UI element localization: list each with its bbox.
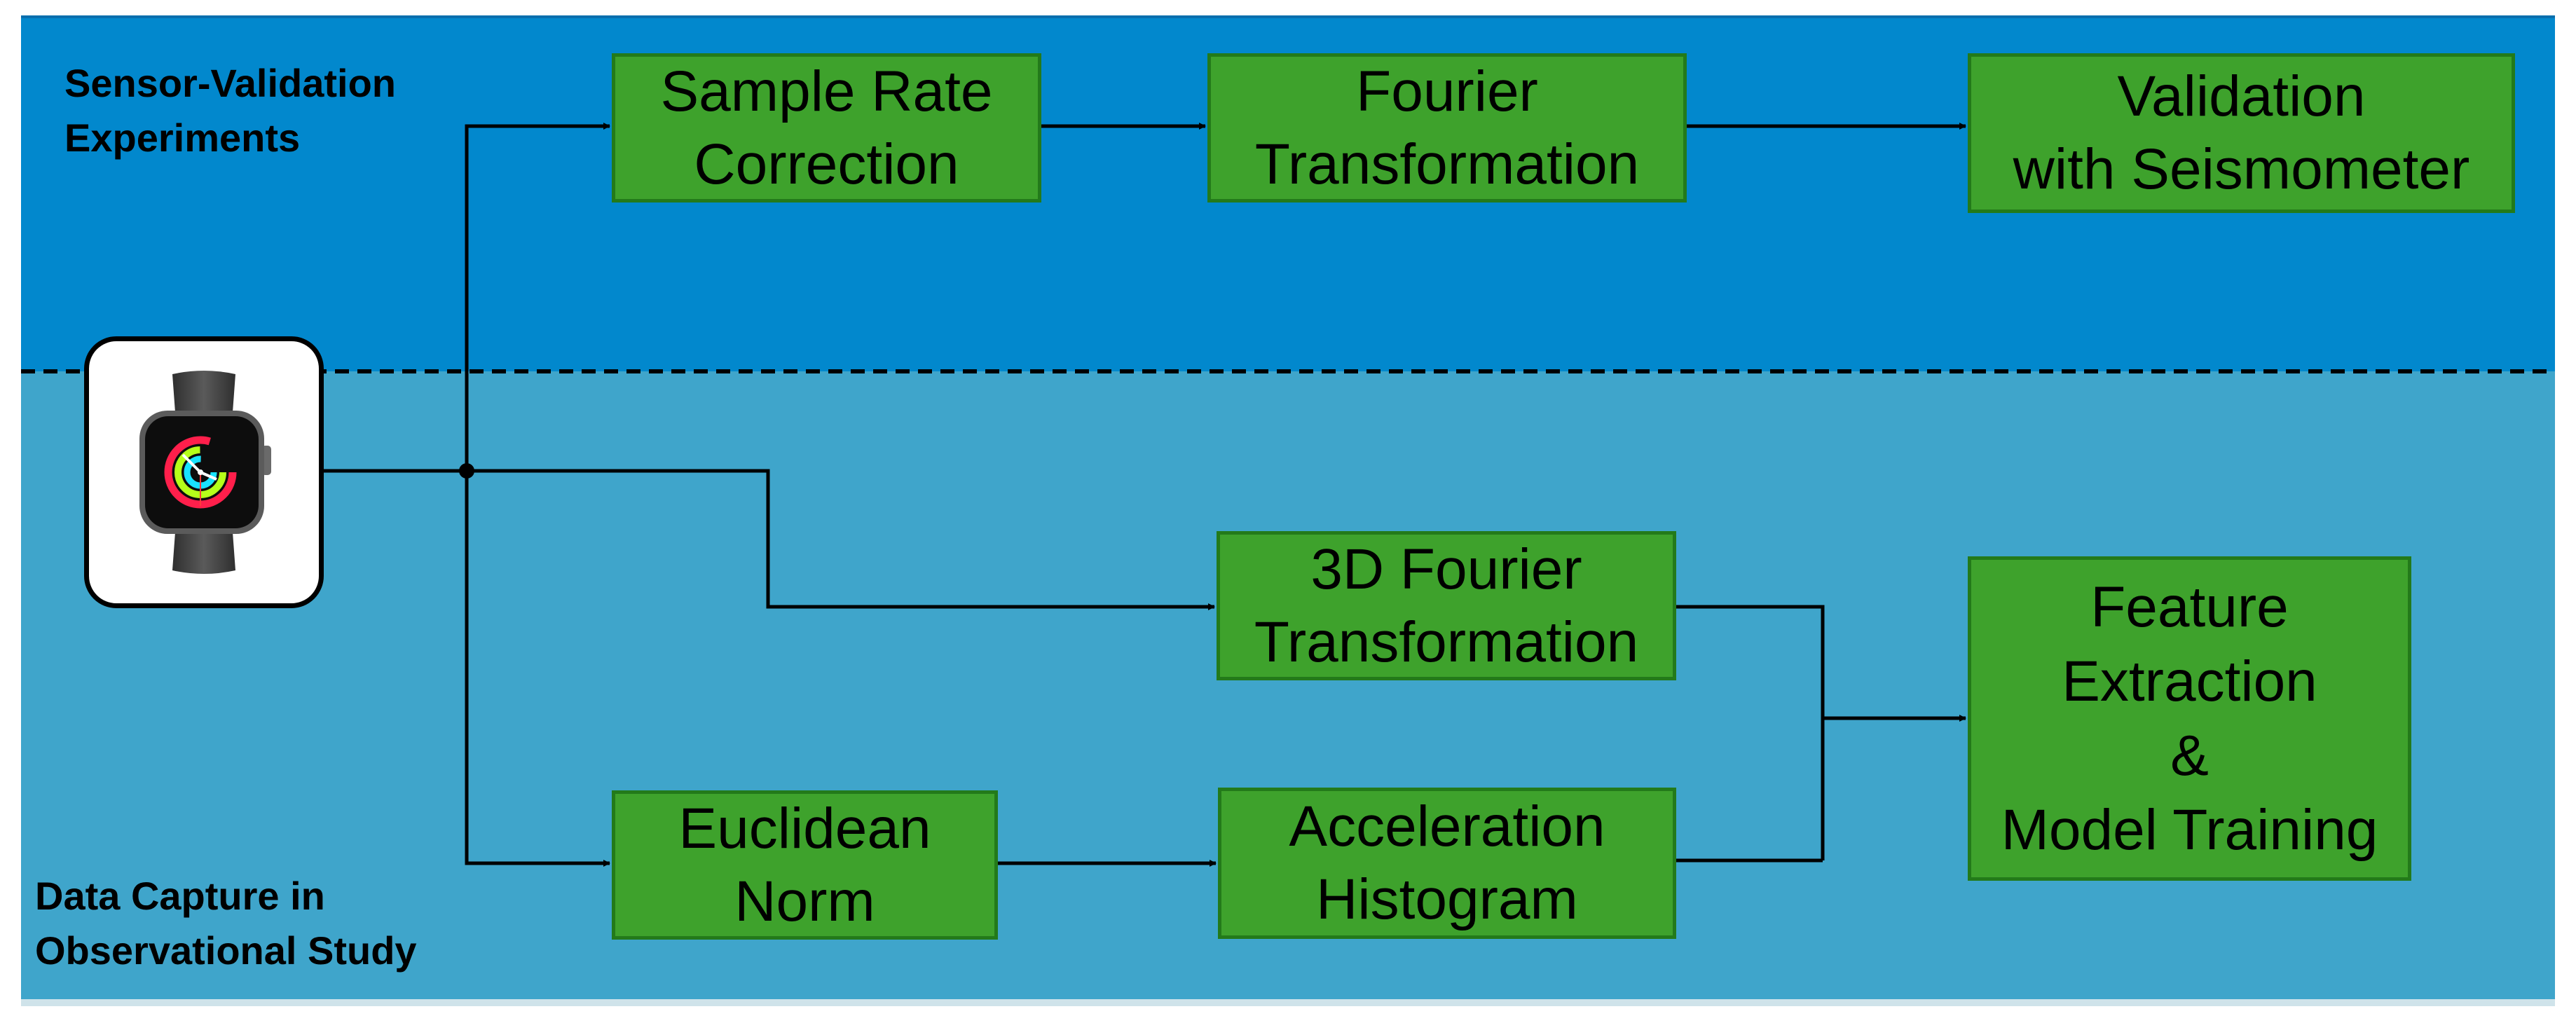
feature-extraction-box: Feature Extraction & Model Training: [1968, 556, 2411, 881]
sample-rate-correction-box: Sample Rate Correction: [612, 53, 1041, 202]
acceleration-histogram-box: Acceleration Histogram: [1218, 788, 1676, 939]
junction-dot: [459, 463, 474, 479]
fourier3d-box: 3D Fourier Transformation: [1217, 531, 1676, 680]
fourier-transformation-box: Fourier Transformation: [1207, 53, 1687, 202]
smartwatch-card: [84, 336, 324, 608]
sensor-validation-label: Sensor-Validation Experiments: [64, 61, 396, 160]
fourier3d-merge-line: [1676, 605, 1825, 860]
euclidean-norm-box: Euclidean Norm: [612, 790, 998, 940]
observational-study-label: Data Capture in Observational Study: [35, 874, 417, 973]
arrow-to-sample-rate: [465, 123, 610, 471]
arrow-to-fourier3d: [467, 469, 1215, 610]
validation-seismometer-box: Validation with Seismometer: [1968, 53, 2515, 213]
arrow-to-euclidean: [465, 471, 610, 867]
smartwatch-icon: [139, 371, 271, 574]
